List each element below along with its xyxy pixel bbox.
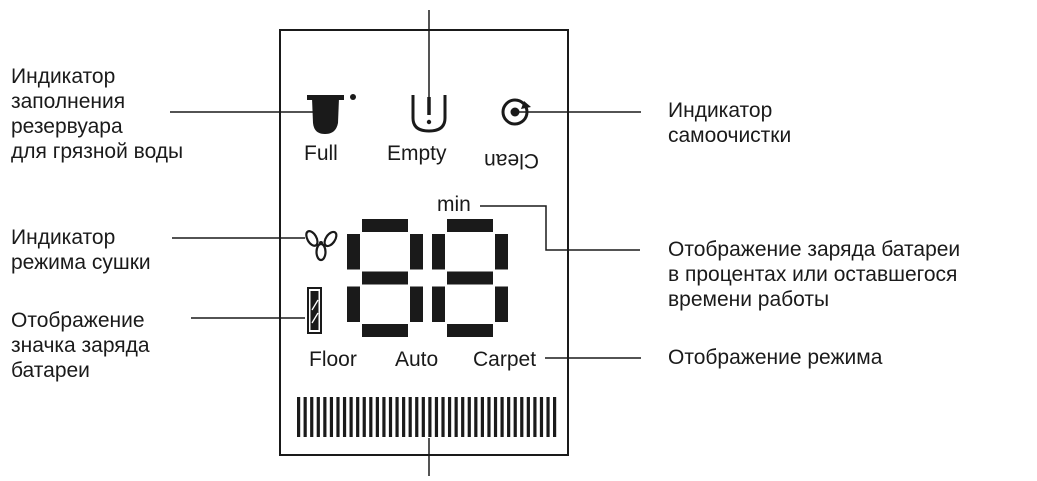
level-bar-tick — [395, 397, 399, 437]
empty-warning-icon — [411, 95, 447, 133]
level-bar-tick — [408, 397, 412, 437]
level-bar-tick — [487, 397, 491, 437]
battery-icon — [307, 287, 322, 334]
digit-1-segment-3 — [362, 324, 408, 337]
digit-2-segment-3 — [447, 324, 493, 337]
level-bar-tick — [342, 397, 347, 437]
level-bar-tick — [336, 397, 340, 437]
level-bar-tick — [513, 397, 517, 437]
level-bar-tick — [474, 397, 478, 437]
digit-1-segment-4 — [347, 234, 360, 270]
level-bar-tick — [447, 397, 452, 437]
tank-full-icon — [307, 94, 356, 134]
digit-2-segment-6 — [432, 286, 445, 322]
empty-label: Empty — [387, 142, 447, 165]
full-label: Full — [304, 142, 338, 165]
level-bar-tick — [310, 397, 314, 437]
level-bar-tick — [500, 397, 504, 437]
clean-label: Clean — [484, 149, 539, 172]
callout-battery-display: Отображение заряда батареи в процентах и… — [668, 238, 961, 311]
level-bar-tick — [526, 397, 530, 437]
level-bar-tick — [382, 397, 386, 437]
lcd-panel — [279, 29, 569, 456]
callout-self-clean: Индикатор самоочистки — [668, 99, 792, 147]
level-bar-tick — [402, 397, 406, 437]
level-bar-tick — [323, 397, 327, 437]
level-bar-tick — [533, 397, 537, 437]
level-bar-tick — [493, 397, 498, 437]
mode-auto-label: Auto — [395, 348, 438, 371]
digit-1-segment-5 — [410, 234, 423, 270]
level-bar-tick — [428, 397, 432, 437]
level-bar-tick — [362, 397, 366, 437]
level-bar-tick — [297, 397, 301, 437]
level-bar-tick — [349, 397, 353, 437]
level-bar-tick — [454, 397, 458, 437]
leader-lines — [170, 10, 641, 476]
digit-1-segment-6 — [347, 286, 360, 322]
seven-segment-display — [347, 219, 508, 337]
level-bar-tick — [329, 397, 334, 437]
level-bar-tick — [461, 397, 465, 437]
digit-2-segment-2 — [447, 271, 493, 285]
digit-1-segment-7 — [410, 286, 423, 322]
level-bar-tick — [316, 397, 320, 437]
callout-mode: Отображение режима — [668, 346, 883, 369]
fan-icon — [305, 230, 338, 262]
level-bar-tick — [467, 397, 471, 437]
level-bar-tick — [434, 397, 439, 437]
leader-min — [480, 205, 640, 251]
level-bar-tick — [553, 397, 557, 437]
level-bar-tick — [303, 397, 307, 437]
digit-2-segment-5 — [495, 234, 508, 270]
level-bar-tick — [539, 397, 544, 437]
digit-2-segment-4 — [432, 234, 445, 270]
level-bar-tick — [546, 397, 550, 437]
self-clean-icon — [501, 98, 531, 126]
digit-1-segment-1 — [362, 219, 408, 232]
level-bar-tick — [441, 397, 445, 437]
mode-floor-label: Floor — [309, 348, 357, 371]
callout-tank-full: Индикатор заполнения резервуара для гряз… — [11, 65, 184, 163]
digit-2-segment-1 — [447, 219, 493, 232]
level-bar-tick — [520, 397, 524, 437]
level-bar-icon — [297, 397, 557, 437]
level-bar-tick — [507, 397, 511, 437]
level-bar-tick — [421, 397, 425, 437]
callout-battery-icon: Отображение значка заряда батареи — [11, 309, 150, 382]
min-label: min — [437, 193, 471, 216]
callout-drying: Индикатор режима сушки — [11, 226, 151, 274]
level-bar-tick — [388, 397, 393, 437]
level-bar-tick — [480, 397, 484, 437]
level-bar-tick — [369, 397, 373, 437]
level-bar-tick — [415, 397, 419, 437]
level-bar-tick — [356, 397, 360, 437]
digit-2-segment-7 — [495, 286, 508, 322]
mode-carpet-label: Carpet — [473, 348, 536, 371]
level-bar-tick — [375, 397, 379, 437]
digit-1-segment-2 — [362, 271, 408, 285]
